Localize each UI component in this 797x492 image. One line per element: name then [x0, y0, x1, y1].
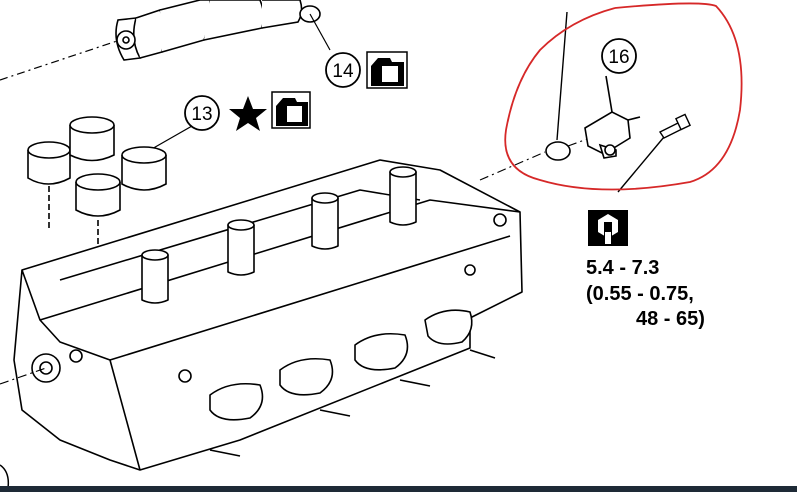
torque-line-1: 5.4 - 7.3: [586, 257, 659, 279]
callout-13: 13: [149, 95, 220, 151]
bottom-bar: [0, 486, 797, 492]
valve-lifters: [27, 116, 167, 248]
camshaft-sensor: [545, 75, 641, 161]
callout-16: 16: [601, 38, 637, 74]
star-icon: [229, 96, 267, 131]
sensor-bolt: [617, 113, 691, 193]
highlight-circle: [504, 2, 743, 191]
torque-wrench-icon: [588, 210, 628, 246]
camshaft: [0, 0, 331, 81]
oil-can-icon-2: [271, 91, 311, 129]
oil-can-icon: [366, 51, 408, 89]
callout-13-label: 13: [191, 104, 212, 125]
edge-curve-fragment: [0, 464, 10, 489]
torque-line-3: 48 - 65): [636, 308, 705, 330]
callout-14: 14: [325, 52, 361, 88]
callout-16-label: 16: [608, 47, 629, 68]
sensor-vertical-line: [556, 11, 568, 141]
callout-14-label: 14: [332, 61, 354, 82]
torque-line-2: (0.55 - 0.75,: [586, 283, 694, 305]
cylinder-head: [13, 159, 523, 471]
